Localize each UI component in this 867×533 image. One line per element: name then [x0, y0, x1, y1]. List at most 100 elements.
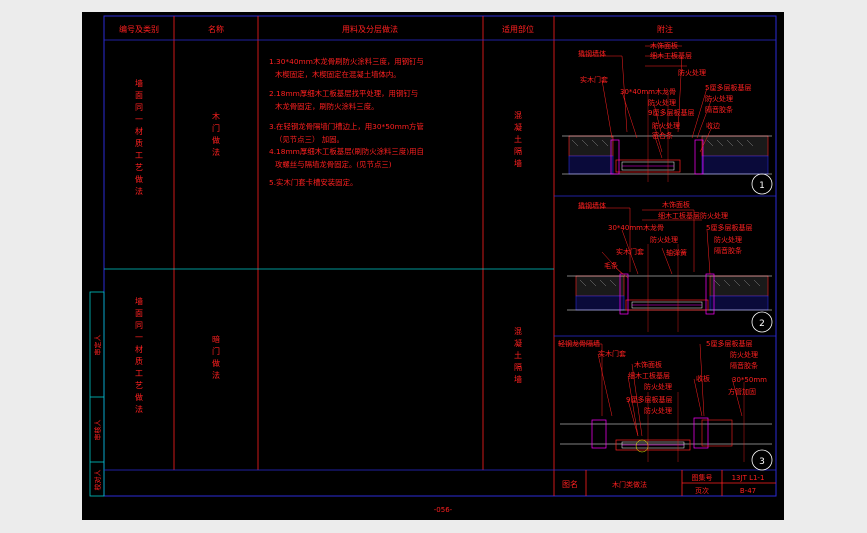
svg-text:防火处理: 防火处理 — [730, 350, 758, 359]
svg-text:墙: 墙 — [135, 78, 143, 88]
svg-text:混: 混 — [514, 111, 522, 120]
page-value: B-47 — [740, 487, 756, 495]
side-strip — [89, 291, 105, 497]
svg-text:暗: 暗 — [212, 334, 220, 344]
svg-text:隔音胶条: 隔音胶条 — [705, 105, 733, 114]
svg-text:细木工板基层防火处理: 细木工板基层防火处理 — [658, 211, 728, 220]
header-materials: 用料及分层做法 — [342, 24, 398, 34]
svg-text:2.18mm厚细木工板基层找平处理，用钢钉与: 2.18mm厚细木工板基层找平处理，用钢钉与 — [269, 89, 418, 98]
svg-text:撬钢墙体: 撬钢墙体 — [578, 49, 606, 58]
svg-text:5厘多层板基层: 5厘多层板基层 — [706, 339, 752, 348]
svg-text:防火处理: 防火处理 — [644, 406, 672, 415]
row1-name: 木 门 做 法 — [212, 111, 220, 157]
svg-text:收板: 收板 — [696, 374, 710, 383]
detail-3-drawing: 3 轻钢龙骨隔墙 实木门套 木饰面板 细木工板基层 防火处理 9厘多层板基层 防… — [558, 339, 773, 471]
svg-text:防火处理: 防火处理 — [650, 235, 678, 244]
svg-text:木龙骨固定，刷防火涂料三度。: 木龙骨固定，刷防火涂料三度。 — [275, 102, 378, 111]
svg-text:5厘多层板基层: 5厘多层板基层 — [705, 83, 751, 92]
svg-text:土: 土 — [514, 134, 522, 144]
svg-text:凝: 凝 — [514, 338, 522, 348]
svg-text:隔音胶条: 隔音胶条 — [714, 246, 742, 255]
svg-text:轴弹簧: 轴弹簧 — [666, 248, 687, 257]
svg-text:审核人: 审核人 — [93, 420, 102, 441]
row1-category: 墙 面 同 一 材 质 工 艺 做 法 — [135, 78, 143, 196]
svg-text:校对人: 校对人 — [93, 470, 102, 491]
svg-text:面: 面 — [135, 309, 143, 318]
svg-text:撬钢墙体: 撬钢墙体 — [578, 201, 606, 210]
svg-text:墙: 墙 — [514, 158, 522, 168]
svg-text:1: 1 — [759, 181, 765, 191]
svg-text:同: 同 — [135, 103, 143, 112]
row1-scope: 混 凝 土 隔 墙 — [514, 111, 522, 168]
title-block-label: 图名 — [562, 479, 578, 489]
svg-text:质: 质 — [135, 138, 143, 148]
svg-text:（见节点三） 加固。: （见节点三） 加固。 — [275, 135, 344, 144]
svg-text:隔: 隔 — [514, 147, 522, 156]
atlas-value: 13JT L1-1 — [732, 474, 765, 482]
svg-text:木饰面板: 木饰面板 — [662, 200, 690, 209]
svg-text:方管加固: 方管加固 — [728, 387, 756, 396]
header-scope: 适用部位 — [502, 24, 534, 34]
svg-text:一: 一 — [135, 333, 143, 342]
svg-text:面: 面 — [135, 91, 143, 100]
side-labels: 审定人 审核人 校对人 — [93, 335, 102, 491]
svg-text:门: 门 — [212, 123, 220, 133]
svg-text:30*40mm木龙骨: 30*40mm木龙骨 — [620, 87, 676, 96]
svg-text:收边: 收边 — [706, 121, 720, 130]
page-number: -056- — [434, 506, 453, 514]
svg-text:防火处理: 防火处理 — [648, 98, 676, 107]
svg-text:2: 2 — [759, 319, 765, 329]
svg-text:做: 做 — [212, 135, 220, 145]
svg-text:混: 混 — [514, 327, 522, 336]
drawing-sheet: 编号及类别 名称 用料及分层做法 适用部位 附注 墙 面 同 一 材 质 工 艺… — [82, 12, 784, 520]
svg-text:材: 材 — [135, 126, 143, 136]
svg-text:30*50mm: 30*50mm — [732, 376, 767, 384]
svg-text:审定人: 审定人 — [93, 335, 102, 356]
header-name: 名称 — [208, 24, 224, 34]
svg-text:门: 门 — [212, 346, 220, 356]
outer-frame — [103, 15, 777, 497]
svg-text:土: 土 — [514, 350, 522, 360]
svg-text:实木门套: 实木门套 — [616, 247, 644, 256]
svg-text:隔: 隔 — [514, 363, 522, 372]
svg-text:细木工板基层: 细木工板基层 — [650, 51, 692, 60]
svg-text:防火处理: 防火处理 — [678, 68, 706, 77]
svg-text:防火处理: 防火处理 — [644, 382, 672, 391]
svg-text:做: 做 — [212, 358, 220, 368]
header-code-type: 编号及类别 — [119, 24, 159, 34]
svg-text:木饰面板: 木饰面板 — [634, 360, 662, 369]
svg-text:法: 法 — [135, 404, 143, 414]
svg-text:3: 3 — [759, 457, 765, 467]
svg-text:一: 一 — [135, 115, 143, 124]
svg-text:法: 法 — [212, 147, 220, 157]
svg-text:墙: 墙 — [135, 296, 143, 306]
svg-text:30*40mm木龙骨: 30*40mm木龙骨 — [608, 223, 664, 232]
cad-drawing: 编号及类别 名称 用料及分层做法 适用部位 附注 墙 面 同 一 材 质 工 艺… — [89, 15, 777, 514]
svg-text:5厘多层板基层: 5厘多层板基层 — [706, 223, 752, 232]
svg-text:墙: 墙 — [514, 374, 522, 384]
svg-text:4.18mm厚细木工板基层(刷防火涂料三度)用自: 4.18mm厚细木工板基层(刷防火涂料三度)用自 — [269, 147, 424, 156]
materials-steps: 1.30*40mm木龙骨刷防火涂料三度，用钢钉与 木楔固定，木楔固定在混凝土墙体… — [269, 57, 424, 187]
row2-name: 暗 门 做 法 — [212, 334, 220, 380]
atlas-label: 图集号 — [692, 473, 713, 482]
detail-1-drawing: 1 撬钢墙体 木饰面板 细木工板基层 防火处理 实木门套 30*40mm木龙骨 … — [562, 41, 773, 195]
svg-text:防火处理: 防火处理 — [652, 121, 680, 130]
svg-text:轻钢龙骨隔墙: 轻钢龙骨隔墙 — [558, 339, 600, 348]
svg-text:材: 材 — [135, 344, 143, 354]
svg-text:木楔固定，木楔固定在混凝土墙体内。: 木楔固定，木楔固定在混凝土墙体内。 — [275, 70, 401, 79]
svg-text:实木门套: 实木门套 — [598, 349, 626, 358]
row2-scope: 混 凝 土 隔 墙 — [514, 327, 522, 384]
svg-text:毛条: 毛条 — [604, 261, 618, 270]
detail-2-drawing: 2 撬钢墙体 木饰面板 细木工板基层防火处理 30*40mm木龙骨 防火处理 实… — [567, 200, 773, 333]
svg-text:法: 法 — [212, 370, 220, 380]
svg-text:9厘多层板基层: 9厘多层板基层 — [626, 395, 672, 404]
svg-text:密合条: 密合条 — [652, 131, 673, 140]
svg-text:细木工板基层: 细木工板基层 — [628, 371, 670, 380]
svg-text:木: 木 — [212, 111, 220, 121]
page-label: 页次 — [695, 486, 709, 495]
svg-text:隔音胶条: 隔音胶条 — [730, 361, 758, 370]
svg-text:5.实木门套卡槽安装固定。: 5.实木门套卡槽安装固定。 — [269, 178, 357, 187]
svg-text:木饰面板: 木饰面板 — [650, 41, 678, 50]
svg-text:工: 工 — [135, 151, 143, 160]
row2-category: 墙 面 同 一 材 质 工 艺 做 法 — [135, 296, 143, 414]
